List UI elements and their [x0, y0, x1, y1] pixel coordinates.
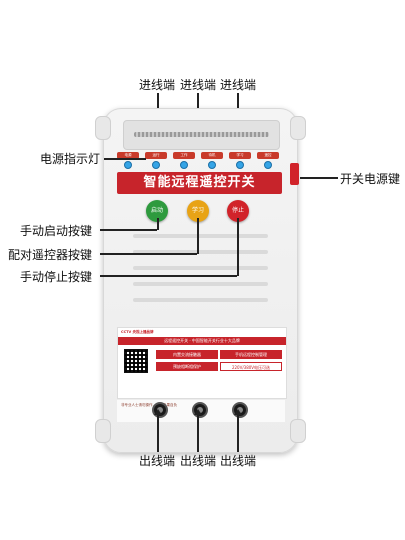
- vent-slot: [133, 282, 268, 286]
- feature-badge: 220V/380V电压可选: [220, 362, 282, 371]
- input-terminal-label-1: 进线端: [139, 78, 176, 92]
- vent-slot: [133, 234, 268, 238]
- input-terminal-label-3: 进线端: [220, 78, 257, 92]
- output-terminal-label-3: 出线端: [220, 454, 257, 468]
- arrow-up-icon: [234, 409, 242, 415]
- leader-line: [157, 414, 159, 452]
- led-remote: 遥控: [257, 152, 279, 169]
- vent-slot: [133, 298, 268, 302]
- power-switch[interactable]: [290, 163, 299, 185]
- input-terminal-label-2: 进线端: [180, 78, 217, 92]
- feature-badge: 手机远程控制管理: [220, 350, 282, 359]
- qr-code-icon: [124, 349, 148, 373]
- leader-line: [100, 253, 197, 255]
- led-run: 运行: [145, 152, 167, 169]
- leader-line: [300, 177, 338, 179]
- led-work: 工作: [173, 152, 195, 169]
- led-indicator-row: 电源 运行 工作 待机 学习 遥控: [117, 152, 282, 172]
- leader-line: [197, 218, 199, 254]
- power-switch-label: 开关电源键: [340, 172, 401, 186]
- feature-badge: 内置交流接触器: [156, 350, 218, 359]
- pair-remote-label: 配对遥控器按键: [8, 248, 93, 262]
- output-terminal-label-2: 出线端: [180, 454, 217, 468]
- led-dot-icon: [124, 161, 132, 169]
- device-title: 智能远程遥控开关: [117, 172, 282, 194]
- output-terminal-label-1: 出线端: [139, 454, 176, 468]
- start-button[interactable]: 启动: [146, 200, 168, 222]
- feature-badge: 预缺相断相保护: [156, 362, 218, 371]
- terminal-cover: [123, 120, 280, 150]
- leader-line: [197, 414, 199, 452]
- brand-text: CCTV 央视上播品牌: [121, 330, 154, 334]
- arrow-up-icon: [154, 409, 162, 415]
- led-power: 电源: [117, 152, 139, 169]
- vent-slot: [133, 250, 268, 254]
- mount-ear: [290, 116, 306, 140]
- info-panel: CCTV 央视上播品牌 远程遥控开关 · 中国智能开关行业十大品牌 内置交流接触…: [117, 327, 287, 399]
- led-standby: 待机: [201, 152, 223, 169]
- slogan-text: 远程遥控开关 · 中国智能开关行业十大品牌: [118, 337, 286, 345]
- leader-line: [237, 414, 239, 452]
- mount-ear: [95, 116, 111, 140]
- leader-line: [237, 218, 239, 276]
- remote-switch-device: 电源 运行 工作 待机 学习 遥控 智能远程遥控开关 启动 学习 停止 CCTV…: [95, 108, 306, 453]
- learn-button[interactable]: 学习: [187, 200, 209, 222]
- led-dot-icon: [208, 161, 216, 169]
- manual-stop-label: 手动停止按键: [20, 270, 93, 284]
- leader-line: [100, 229, 157, 231]
- leader-line: [104, 158, 146, 160]
- mount-ear: [95, 419, 111, 443]
- led-dot-icon: [236, 161, 244, 169]
- led-dot-icon: [152, 161, 160, 169]
- arrow-up-icon: [194, 409, 202, 415]
- mount-ear: [290, 419, 306, 443]
- leader-line: [100, 275, 237, 277]
- led-dot-icon: [264, 161, 272, 169]
- power-indicator-label: 电源指示灯: [40, 152, 101, 166]
- led-learn: 学习: [229, 152, 251, 169]
- vent-slot: [133, 266, 268, 270]
- stop-button[interactable]: 停止: [227, 200, 249, 222]
- leader-line: [157, 218, 159, 230]
- manual-start-label: 手动启动按键: [20, 224, 93, 238]
- led-dot-icon: [180, 161, 188, 169]
